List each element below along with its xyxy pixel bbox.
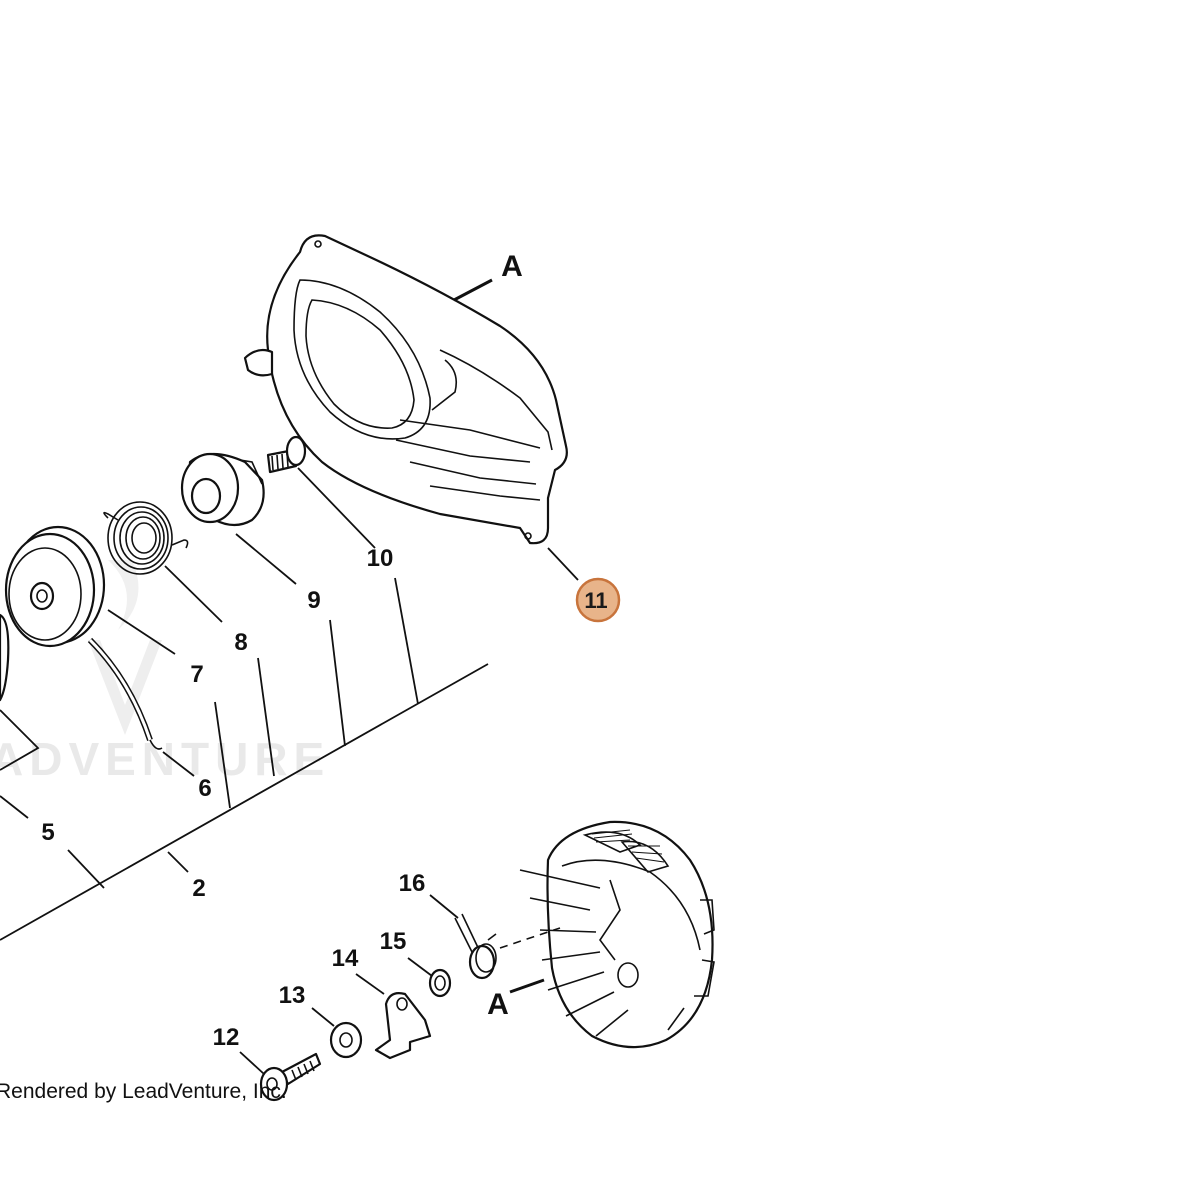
callout-11[interactable]: 11	[584, 588, 607, 613]
screw-part-12	[259, 1052, 322, 1102]
flywheel-part	[519, 820, 715, 1049]
callout-7[interactable]: 7	[190, 661, 203, 688]
callout-labels: 10 9 8 7 6 5 2 16 15 14 13 12 11 A A	[41, 250, 621, 1051]
starter-handle-part-5	[0, 613, 10, 702]
rope-pulley-part-7	[4, 525, 106, 648]
callout-13[interactable]: 13	[279, 982, 306, 1009]
starter-rope-part-6	[87, 637, 163, 750]
watermark-text: ADVENTURE	[0, 733, 330, 785]
callout-11-highlighted[interactable]: 11	[575, 577, 621, 623]
callout-9[interactable]: 9	[307, 587, 320, 614]
rewind-spring-part-8	[103, 501, 189, 575]
pawl-part-14	[374, 992, 432, 1060]
highlight-circle	[575, 577, 621, 623]
washer-part-13	[329, 1021, 363, 1059]
callout-16[interactable]: 16	[399, 870, 426, 897]
credit-text: Rendered by LeadVenture, Inc.	[0, 1080, 287, 1103]
callout-5[interactable]: 5	[41, 819, 54, 846]
fan-housing-part	[243, 234, 568, 545]
callout-10[interactable]: 10	[367, 545, 394, 572]
screw-part-10	[266, 435, 307, 474]
rope-hub-part-9	[180, 452, 265, 527]
callout-12[interactable]: 12	[213, 1024, 240, 1051]
assembly-base-lines	[0, 663, 489, 941]
washer-part-15	[428, 968, 452, 998]
callout-6[interactable]: 6	[198, 775, 211, 802]
reference-letter-a-top: A	[501, 250, 523, 283]
callout-14[interactable]: 14	[332, 945, 359, 972]
leader-lines	[0, 278, 579, 1075]
callout-15[interactable]: 15	[380, 928, 407, 955]
pawl-spring-part-16	[454, 913, 561, 980]
callout-2[interactable]: 2	[192, 875, 205, 902]
reference-letter-a-bottom: A	[487, 988, 509, 1021]
callout-8[interactable]: 8	[234, 629, 247, 656]
